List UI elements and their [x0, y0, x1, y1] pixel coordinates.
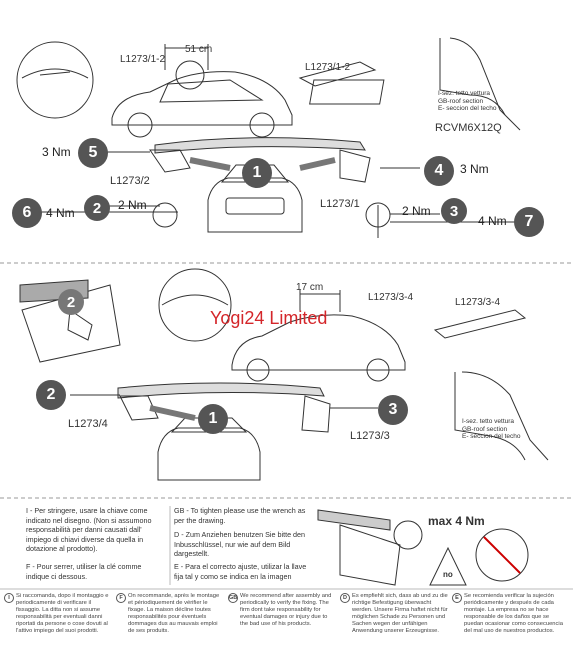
warning-triangle	[429, 546, 467, 586]
note-english: GB - To tighten please use the wrench as…	[174, 506, 306, 525]
footer-spanish: E Se recomienda verificar la sujeción pe…	[452, 593, 570, 635]
footer-french: F On recommande, après le montage et pér…	[116, 593, 224, 635]
flag-icon: I	[4, 593, 14, 603]
part-code: RCVM6X12Q	[435, 122, 502, 134]
flag-icon: GB	[228, 593, 238, 603]
ref-label: L1273/1-2	[305, 62, 351, 73]
step-badge: 3	[441, 198, 467, 224]
torque-label: 4 Nm	[46, 206, 75, 220]
note-italian: I - Per stringere, usare la chiave come …	[26, 506, 152, 553]
ref-label: L1273/1	[320, 198, 360, 210]
torque-label: 4 Nm	[478, 214, 507, 228]
step-badge: 4	[424, 156, 454, 186]
step-badge: 3	[378, 395, 408, 425]
torque-label: 3 Nm	[42, 145, 71, 159]
distance-label: 17 cm	[296, 282, 324, 293]
detail-circle-1	[16, 41, 94, 119]
no-label: no	[443, 570, 453, 579]
step-badge: 6	[12, 198, 42, 228]
no-drill-circle	[475, 528, 529, 582]
torque-label: 2 Nm	[118, 198, 147, 212]
step-badge: 5	[78, 138, 108, 168]
ref-label: L1273/2	[110, 175, 150, 187]
bar-detail	[317, 509, 391, 531]
step-badge: 2	[36, 380, 66, 410]
footer-italian: I Si raccomanda, dopo il montaggio e per…	[4, 593, 112, 635]
flag-icon: F	[116, 593, 126, 603]
torque-label: 3 Nm	[460, 162, 489, 176]
roof-bar-1	[154, 137, 366, 154]
roof-section-2	[461, 371, 549, 461]
ref-label: L1273/3-4	[368, 292, 414, 303]
footer-english: GB We recommend after assembly and perio…	[228, 593, 332, 627]
step-badge: 7	[514, 207, 544, 237]
footer-german: D Es empfiehlt sich, dass ab und zu die …	[340, 593, 448, 635]
note-spanish: E - Para el correcto ajuste, utilizar la…	[174, 562, 307, 581]
step-badge: 1	[198, 404, 228, 434]
distance-label: 51 cm	[185, 44, 213, 55]
flag-icon: E	[452, 593, 462, 603]
max-torque-label: max 4 Nm	[428, 514, 485, 528]
car-side-2	[231, 314, 406, 371]
note-french: F - Pour serrer, utiliser la clé comme i…	[26, 562, 142, 581]
roof-bar-2	[117, 382, 325, 399]
ref-label: L1273/1-2	[120, 54, 166, 65]
watermark: Yogi24 Limited	[210, 308, 328, 328]
detail-circle-2	[158, 268, 232, 342]
bar-piece-1	[298, 61, 377, 87]
torque-label: 2 Nm	[402, 204, 431, 218]
car-front-1	[207, 177, 303, 233]
ref-label: L1273/3	[350, 430, 390, 442]
flag-icon: D	[340, 593, 350, 603]
roof-section-label: I-sez. tetto vettura GB-roof section E- …	[462, 418, 521, 440]
ref-label: L1273/4	[68, 418, 108, 430]
step-badge: 1	[242, 158, 272, 188]
step-badge: 2	[58, 289, 84, 315]
note-german: D - Zum Anziehen benutzen Sie bitte den …	[174, 530, 306, 558]
step-badge: 2	[84, 195, 110, 221]
ref-label: L1273/3-4	[455, 297, 501, 308]
car-side-1	[111, 71, 293, 126]
roof-section-label: I-sez. tetto vettura GB-roof section E- …	[438, 90, 497, 112]
roof-section-1	[449, 37, 521, 131]
bar-piece-2	[433, 309, 527, 339]
car-rear-2	[157, 427, 261, 481]
